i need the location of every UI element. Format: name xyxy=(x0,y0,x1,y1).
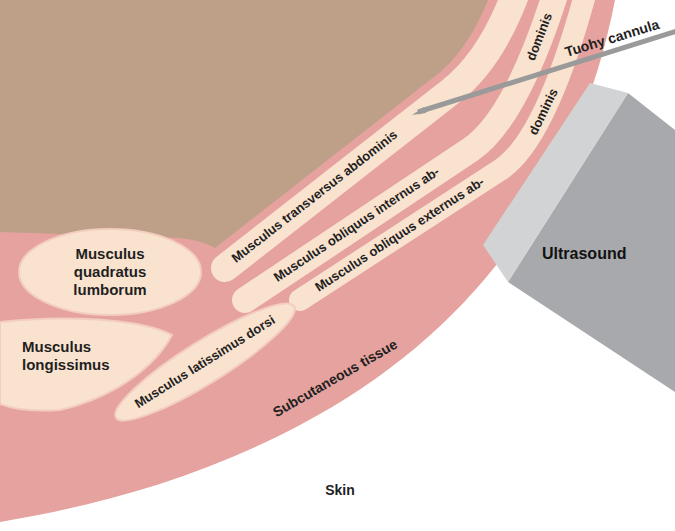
cannula-tip xyxy=(412,107,426,115)
node-label: Musculus longissimus xyxy=(22,338,132,374)
tissue-label: Skin xyxy=(325,482,355,498)
quadratus-lumborum: Musculus quadratus lumborum xyxy=(18,228,202,316)
node-label: Ultrasound xyxy=(542,245,626,263)
node-label: Musculus quadratus lumborum xyxy=(55,245,165,299)
node-text-box: Musculus quadratus lumborum xyxy=(18,228,202,316)
node-text-box: Ultrasound xyxy=(542,245,626,263)
ultrasound-probe: Ultrasound xyxy=(480,80,675,400)
node-text-box: Musculus longissimus xyxy=(22,338,132,374)
node-outline xyxy=(480,80,675,400)
